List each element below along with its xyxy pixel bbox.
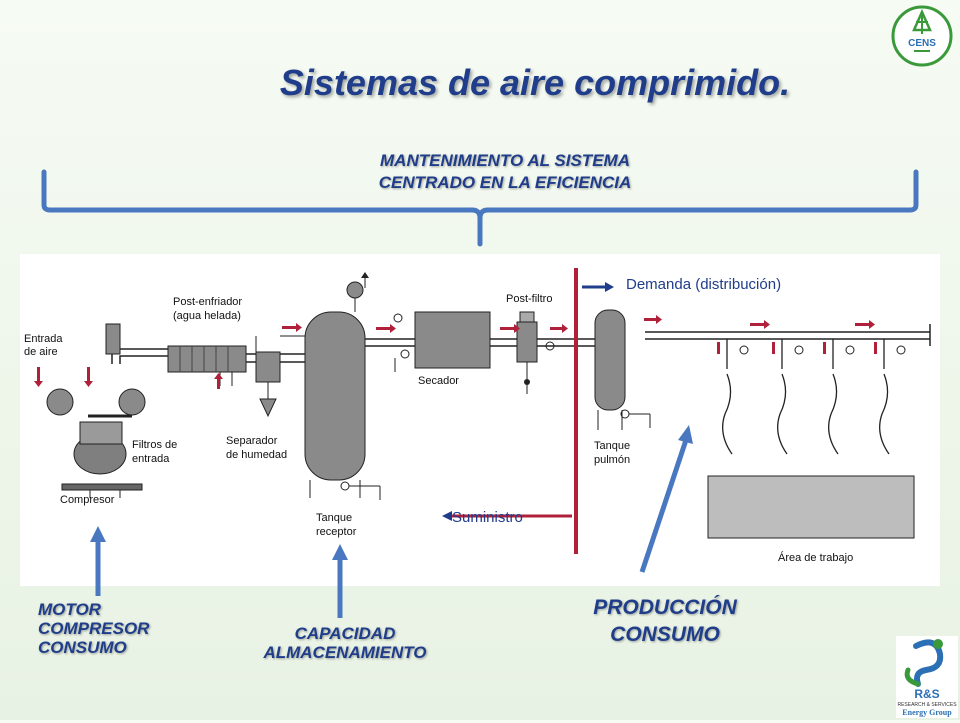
label-separador-1: Separador	[226, 435, 278, 447]
receiver-tank	[304, 272, 381, 500]
label-tanque-receptor-1: Tanque	[316, 512, 352, 524]
label-filtros-de-entrada-2: entrada	[132, 453, 170, 465]
label-demanda: Demanda (distribución)	[626, 276, 781, 293]
drops	[717, 339, 906, 455]
label-area-de-trabajo: Área de trabajo	[778, 551, 853, 564]
label-tanque-pulmon-1: Tanque	[594, 440, 630, 452]
rs-logo-bottom-text: Energy Group	[902, 708, 952, 717]
capacidad-line-1: CAPACIDAD	[294, 624, 396, 643]
page-title: Sistemas de aire comprimido.	[279, 62, 791, 103]
rs-logo-subtext: RESEARCH & SERVICES	[897, 702, 957, 708]
work-area	[707, 475, 915, 539]
label-compresor: Compresor	[60, 494, 115, 506]
label-post-filtro: Post-filtro	[506, 293, 552, 305]
label-capacidad-almacenamiento: CAPACIDAD ALMACENAMIENTO	[240, 624, 450, 662]
compressed-air-diagram: Entrada de aire Compresor Filtros de ent…	[24, 268, 931, 564]
label-produccion-consumo: PRODUCCIÓN CONSUMO	[560, 594, 770, 648]
moisture-separator	[255, 335, 305, 418]
label-entrada-de-aire-2: de aire	[24, 346, 58, 358]
compressor	[46, 323, 146, 498]
cens-logo-text: CENS	[908, 38, 936, 49]
label-tanque-pulmon-2: pulmón	[594, 454, 630, 466]
dryer	[393, 311, 491, 372]
label-motor-compresor-consumo: MOTOR COMPRESOR CONSUMO	[38, 600, 149, 657]
capacidad-line-2: ALMACENAMIENTO	[263, 643, 427, 662]
label-tanque-receptor-2: receptor	[316, 526, 357, 538]
label-post-enfriador-1: Post-enfriador	[173, 296, 242, 308]
motor-line-1: MOTOR	[38, 600, 101, 619]
label-entrada-de-aire-1: Entrada	[24, 333, 63, 345]
motor-line-2: COMPRESOR	[38, 619, 150, 638]
rs-energy-group-logo: R&S RESEARCH & SERVICES Energy Group	[896, 636, 958, 718]
label-secador: Secador	[418, 375, 459, 387]
brace-caption-line-2: CENTRADO EN LA EFICIENCIA	[378, 173, 632, 192]
after-filter	[516, 311, 555, 394]
label-suministro: Suministro	[452, 509, 523, 526]
produccion-line-1: PRODUCCIÓN	[593, 596, 737, 619]
diagram-panel: Entrada de aire Compresor Filtros de ent…	[20, 254, 940, 586]
label-filtros-de-entrada-1: Filtros de	[132, 439, 177, 451]
produccion-line-2: CONSUMO	[610, 623, 720, 646]
cens-logo: CENS	[890, 4, 954, 68]
flow-arrows	[34, 315, 875, 389]
label-post-enfriador-2: (agua helada)	[173, 310, 241, 322]
motor-line-3: CONSUMO	[38, 638, 127, 657]
aftercooler	[167, 345, 247, 386]
brace-caption: MANTENIMIENTO AL SISTEMA CENTRADO EN LA …	[300, 150, 710, 194]
brace-caption-line-1: MANTENIMIENTO AL SISTEMA	[380, 151, 630, 170]
buffer-tank	[594, 309, 651, 430]
label-separador-2: de humedad	[226, 449, 287, 461]
brace	[41, 169, 919, 247]
rs-logo-text: R&S	[914, 687, 939, 701]
